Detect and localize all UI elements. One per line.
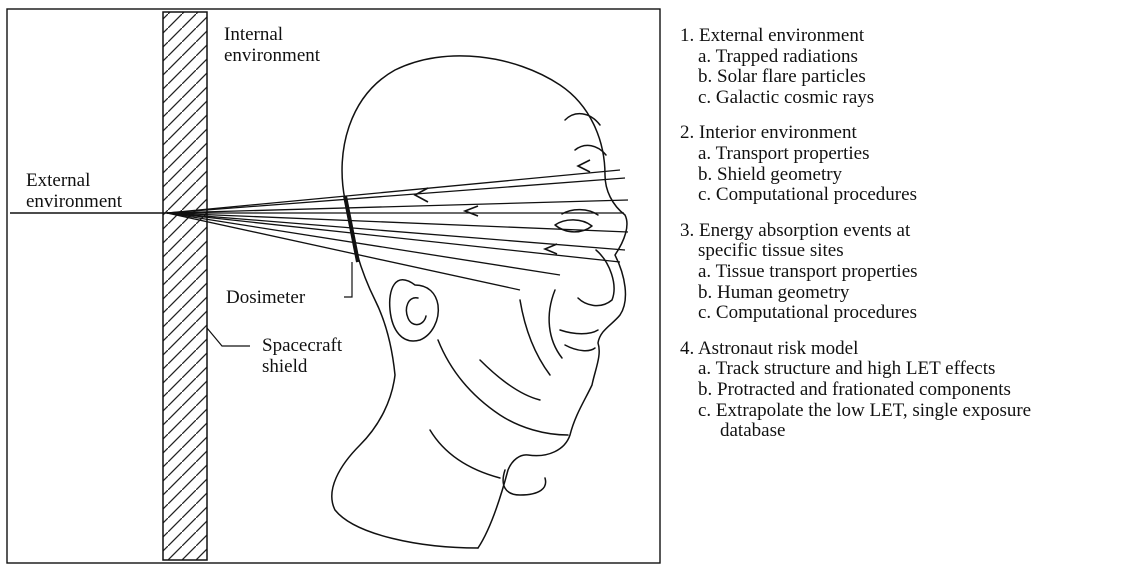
legend-item: a. Trapped radiations	[680, 47, 1031, 68]
legend-title: 2. Interior environment	[680, 123, 1031, 144]
head-profile	[332, 56, 627, 548]
dosimeter-label: Dosimeter	[226, 287, 305, 308]
legend-group-2: 2. Interior environment a. Transport pro…	[680, 123, 1031, 205]
shield-leader	[207, 328, 250, 346]
legend-item: a. Tissue transport properties	[680, 262, 1031, 283]
legend-item: a. Transport properties	[680, 144, 1031, 165]
legend-group-1: 1. External environment a. Trapped radia…	[680, 26, 1031, 108]
radiation-rays	[167, 170, 628, 290]
external-environment-label: External environment	[26, 170, 122, 212]
spacecraft-shield-wall	[163, 12, 207, 560]
legend-item: c. Computational procedures	[680, 185, 1031, 206]
legend-item: a. Track structure and high LET effects	[680, 359, 1031, 380]
legend-item: c. Computational procedures	[680, 303, 1031, 324]
figure-frame	[7, 9, 660, 563]
legend-item: b. Shield geometry	[680, 165, 1031, 186]
legend-title: 4. Astronaut risk model	[680, 339, 1031, 360]
legend-item: b. Solar flare particles	[680, 67, 1031, 88]
legend-item: c. Galactic cosmic rays	[680, 88, 1031, 109]
spacecraft-shield-label: Spacecraft shield	[262, 335, 342, 377]
legend-title: 1. External environment	[680, 26, 1031, 47]
legend-title-continued: specific tissue sites	[680, 241, 1031, 262]
legend-title: 3. Energy absorption events at	[680, 221, 1031, 242]
legend-group-4: 4. Astronaut risk model a. Track structu…	[680, 339, 1031, 442]
legend-item: b. Human geometry	[680, 283, 1031, 304]
legend-group-3: 3. Energy absorption events at specific …	[680, 221, 1031, 324]
dosimeter-leader	[344, 262, 352, 297]
legend-item: b. Protracted and frationated components	[680, 380, 1031, 401]
legend-item: c. Extrapolate the low LET, single expos…	[680, 401, 1031, 422]
legend-item-continued: database	[680, 421, 1031, 442]
environment-legend: 1. External environment a. Trapped radia…	[680, 26, 1031, 457]
internal-environment-label: Internal environment	[224, 24, 320, 66]
